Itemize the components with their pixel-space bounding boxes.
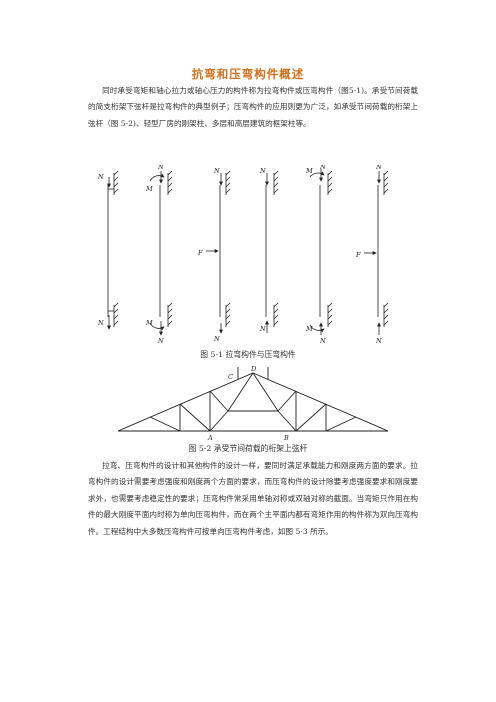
label-b: B: [283, 434, 289, 442]
label-f: F: [355, 251, 361, 259]
label-m: M: [305, 167, 313, 175]
label-n: N: [213, 335, 220, 343]
figure-5-2-labels: C D A B: [207, 365, 289, 442]
member-5: [309, 169, 333, 335]
label-d: D: [250, 365, 257, 373]
label-n: N: [259, 325, 266, 333]
paragraph-intro: 同时承受弯矩和轴心拉力或轴心压力的构件称为拉弯构件或压弯构件（图5-1)。承受节…: [88, 86, 418, 128]
figure-5-1-members: N N M M N N N N F N N M M N N N N F: [97, 165, 389, 345]
member-2: [149, 170, 173, 336]
figure-5-1-caption: 图 5-1 拉弯构件与压弯构件: [200, 350, 296, 359]
label-n: N: [213, 167, 220, 175]
label-n: N: [97, 173, 104, 181]
label-n: N: [97, 319, 104, 327]
label-m: M: [145, 185, 153, 193]
paragraph-body: 拉弯、压弯构件的设计和其他构件的设计一样，要同时满足承载能力和刚度两方面的要求。…: [88, 461, 418, 536]
label-n: N: [259, 167, 266, 175]
figure-5-2-truss: C D A B: [117, 365, 389, 442]
label-n: N: [375, 337, 382, 345]
member-3: [206, 170, 231, 334]
page-title: 抗弯和压弯构件概述: [191, 67, 305, 81]
label-f: F: [197, 249, 203, 257]
member-6: [364, 170, 389, 335]
label-a: A: [207, 434, 213, 442]
member-1: [107, 170, 119, 330]
figure-5-2-caption: 图 5-2 承受节间荷载的桁架上弦杆: [188, 444, 308, 453]
label-c: C: [228, 373, 233, 381]
label-n: N: [319, 337, 326, 345]
label-n: N: [319, 165, 326, 171]
label-n: N: [157, 165, 164, 171]
label-m: M: [305, 325, 313, 333]
label-m: M: [145, 319, 153, 327]
label-n: N: [375, 165, 382, 171]
label-n: N: [157, 337, 164, 345]
member-4: [265, 170, 279, 333]
figure-5-1-labels: N N M M N N N N F N N M M N N N N F: [97, 165, 382, 345]
